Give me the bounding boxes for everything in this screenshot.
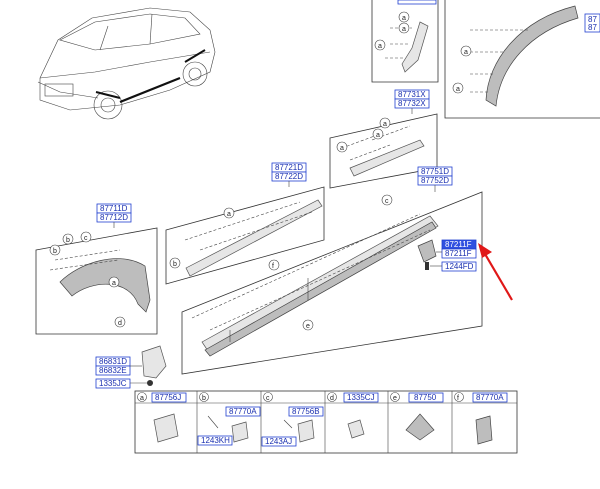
- legend-part-87770a[interactable]: 87770A: [229, 407, 257, 416]
- circle-a: a: [376, 132, 380, 139]
- circle-d: d: [118, 320, 122, 327]
- callout-87732x[interactable]: 87732X: [398, 99, 426, 108]
- circle-a: a: [456, 86, 460, 93]
- circle-a: a: [464, 49, 468, 56]
- legend-letter-a: a: [140, 395, 144, 402]
- callout-87211f-group: 87211F 87211F 1244FD: [430, 239, 513, 301]
- legend-part-87756b[interactable]: 87756B: [292, 407, 320, 416]
- legend-letter-f: f: [457, 395, 459, 402]
- circle-a: a: [112, 280, 116, 287]
- legend-part-87770a-f[interactable]: 87770A: [476, 393, 504, 402]
- callout-87211f[interactable]: 87211F: [445, 249, 472, 258]
- circle-b: b: [66, 237, 70, 244]
- callout-87721d[interactable]: 87721D: [275, 163, 303, 172]
- circle-c: c: [84, 235, 88, 242]
- legend-part-87750[interactable]: 87750: [414, 393, 437, 402]
- callout-87731x[interactable]: 87731X: [398, 90, 426, 99]
- legend-part-1335cj[interactable]: 1335CJ: [347, 393, 375, 402]
- panel-87711d: 87711D 87712D b c b a d: [35, 203, 158, 335]
- panel-top-center: a a a: [371, 0, 439, 83]
- panel-87751d: 87751D 87752D c f e: [181, 166, 483, 375]
- legend-letter-b: b: [202, 395, 206, 402]
- legend-letter-e: e: [393, 395, 397, 402]
- mud-guard-group: 86831D 86832E 1335JC: [95, 345, 167, 389]
- car-illustration: [37, 7, 216, 120]
- callout-87752d[interactable]: 87752D: [421, 176, 449, 185]
- callout-1244fd[interactable]: 1244FD: [445, 262, 474, 271]
- callout-1335jc[interactable]: 1335JC: [99, 379, 127, 388]
- red-arrow-line: [484, 253, 513, 301]
- callout-87-top-right-2[interactable]: 87: [588, 23, 597, 32]
- panel-top-right: 87 87 a a: [444, 0, 600, 119]
- callout-87722d[interactable]: 87722D: [275, 172, 303, 181]
- circle-a: a: [378, 43, 382, 50]
- legend-part-87756j[interactable]: 87756J: [155, 393, 181, 402]
- circle-f: f: [272, 263, 274, 270]
- callout-86831d[interactable]: 86831D: [99, 357, 127, 366]
- legend-table: a 87756J b 87770A 1243KH c 87756B 1243AJ…: [134, 390, 518, 454]
- circle-b: b: [53, 248, 57, 255]
- legend-sub-1243aj[interactable]: 1243AJ: [265, 437, 292, 446]
- legend-letter-d: d: [330, 395, 334, 402]
- callout-86832e[interactable]: 86832E: [99, 366, 127, 375]
- circle-a: a: [340, 145, 344, 152]
- callout-87-top-right[interactable]: 87: [588, 15, 597, 24]
- legend-letter-c: c: [266, 395, 270, 402]
- red-arrow-icon: [478, 243, 492, 258]
- circle-a: a: [402, 26, 406, 33]
- callout-87751d[interactable]: 87751D: [421, 167, 449, 176]
- circle-b: b: [173, 261, 177, 268]
- circle-a: a: [227, 211, 231, 218]
- circle-c: c: [385, 198, 389, 205]
- circle-e: e: [306, 323, 310, 330]
- circle-a: a: [383, 121, 387, 128]
- panel-87731x: 87731X 87732X a a a: [329, 89, 438, 189]
- callout-87712d[interactable]: 87712D: [100, 213, 128, 222]
- callout-87711d[interactable]: 87711D: [100, 204, 128, 213]
- callout-87211f-highlighted[interactable]: 87211F: [445, 240, 472, 249]
- legend-sub-1243kh[interactable]: 1243KH: [201, 436, 230, 445]
- circle-a: a: [402, 15, 406, 22]
- panel-87721d: 87721D 87722D a b: [165, 162, 325, 285]
